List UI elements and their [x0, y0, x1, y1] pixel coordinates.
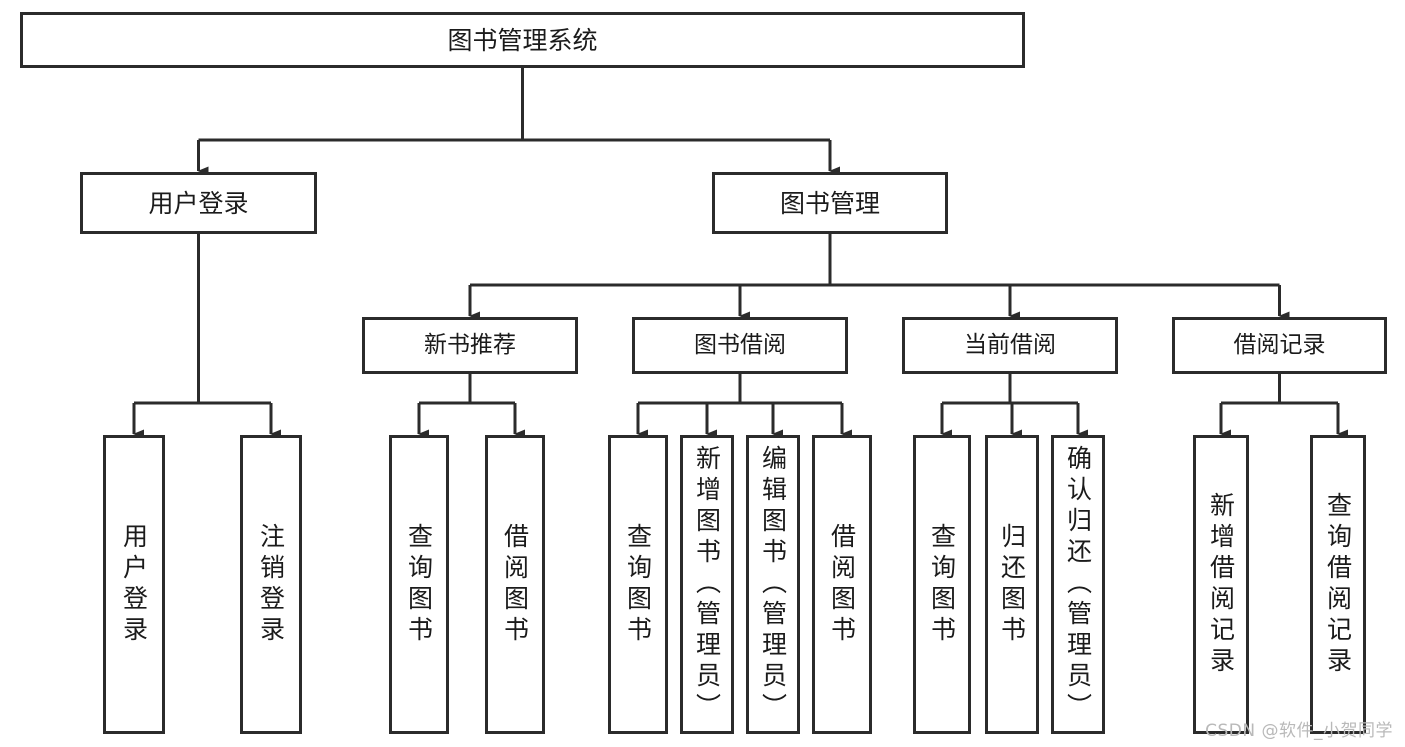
node-label: 用户登录 [119, 522, 149, 647]
edge-group [132, 68, 1348, 439]
node-label: 查询图书 [927, 522, 957, 647]
node-label: 确认归还（管理员） [1063, 445, 1093, 724]
node-leaf-borrow-book-1[interactable]: 借阅图书 [485, 435, 545, 734]
node-leaf-query-book-2[interactable]: 查询图书 [608, 435, 668, 734]
node-root[interactable]: 图书管理系统 [20, 12, 1025, 68]
node-book-manage[interactable]: 图书管理 [712, 172, 948, 234]
node-leaf-logout-login[interactable]: 注销登录 [240, 435, 302, 734]
node-book-borrow[interactable]: 图书借阅 [632, 317, 848, 374]
node-borrow-record[interactable]: 借阅记录 [1172, 317, 1387, 374]
node-leaf-return-book[interactable]: 归还图书 [985, 435, 1039, 734]
node-label: 当前借阅 [964, 332, 1056, 358]
node-leaf-confirm-return-admin[interactable]: 确认归还（管理员） [1051, 435, 1105, 734]
node-label: 归还图书 [997, 522, 1027, 647]
node-new-book-recommend[interactable]: 新书推荐 [362, 317, 578, 374]
node-leaf-add-book-admin[interactable]: 新增图书（管理员） [680, 435, 734, 734]
node-label: 借阅图书 [500, 522, 530, 647]
node-leaf-edit-book-admin[interactable]: 编辑图书（管理员） [746, 435, 800, 734]
node-label: 新书推荐 [424, 332, 516, 358]
node-user-login[interactable]: 用户登录 [80, 172, 317, 234]
node-label: 查询图书 [404, 522, 434, 647]
node-label: 借阅记录 [1233, 332, 1326, 358]
node-label: 用户登录 [148, 188, 249, 218]
node-leaf-query-borrow-record[interactable]: 查询借阅记录 [1310, 435, 1366, 734]
node-label: 图书借阅 [694, 332, 786, 358]
node-leaf-user-login[interactable]: 用户登录 [103, 435, 165, 734]
node-label: 查询图书 [623, 522, 653, 647]
node-label: 注销登录 [256, 522, 286, 647]
node-leaf-add-borrow-record[interactable]: 新增借阅记录 [1193, 435, 1249, 734]
node-label: 编辑图书（管理员） [758, 445, 788, 724]
node-leaf-query-book-1[interactable]: 查询图书 [389, 435, 449, 734]
node-label: 新增借阅记录 [1206, 491, 1236, 678]
node-label: 图书管理 [779, 188, 880, 218]
node-label: 图书管理系统 [447, 25, 598, 55]
node-leaf-borrow-book-2[interactable]: 借阅图书 [812, 435, 872, 734]
node-label: 借阅图书 [827, 522, 857, 647]
node-label: 查询借阅记录 [1323, 491, 1353, 678]
node-leaf-query-book-3[interactable]: 查询图书 [913, 435, 971, 734]
node-label: 新增图书（管理员） [692, 445, 722, 724]
node-current-borrow[interactable]: 当前借阅 [902, 317, 1118, 374]
